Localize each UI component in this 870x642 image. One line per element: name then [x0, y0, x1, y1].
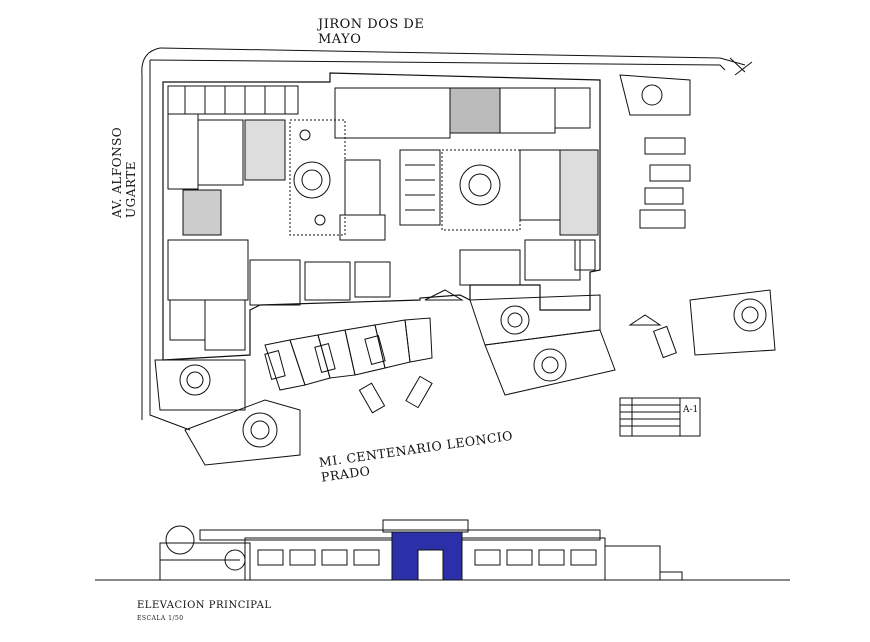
courtyard-east: [441, 149, 599, 236]
rooms-northwest: [167, 85, 299, 236]
site-boundary: [141, 47, 753, 431]
gardens: [154, 289, 776, 466]
street-label-west: AV. ALFONSO UGARTE: [110, 127, 138, 218]
building-outline: [162, 72, 601, 361]
street-label-west-line2: UGARTE: [124, 161, 138, 218]
title-block: [619, 397, 701, 437]
title-block-sheet: A-1: [682, 405, 698, 415]
street-label-north: JIRON DOS DE MAYO: [318, 17, 424, 47]
east-parking: [619, 74, 691, 229]
rooms-central: [334, 87, 591, 241]
rooms-south: [167, 239, 596, 351]
elevation-scale: ESCALA 1/50: [137, 615, 184, 622]
courtyard-west: [289, 119, 346, 236]
street-label-west-line1: AV. ALFONSO: [110, 126, 124, 218]
elevation-title: ELEVACION PRINCIPAL: [137, 600, 272, 611]
street-label-north-line2: MAYO: [318, 32, 362, 47]
entrance-plaza: [424, 289, 662, 396]
street-label-north-line1: JIRON DOS DE: [318, 17, 425, 32]
parking: [264, 317, 678, 414]
main-elevation: [95, 519, 790, 581]
